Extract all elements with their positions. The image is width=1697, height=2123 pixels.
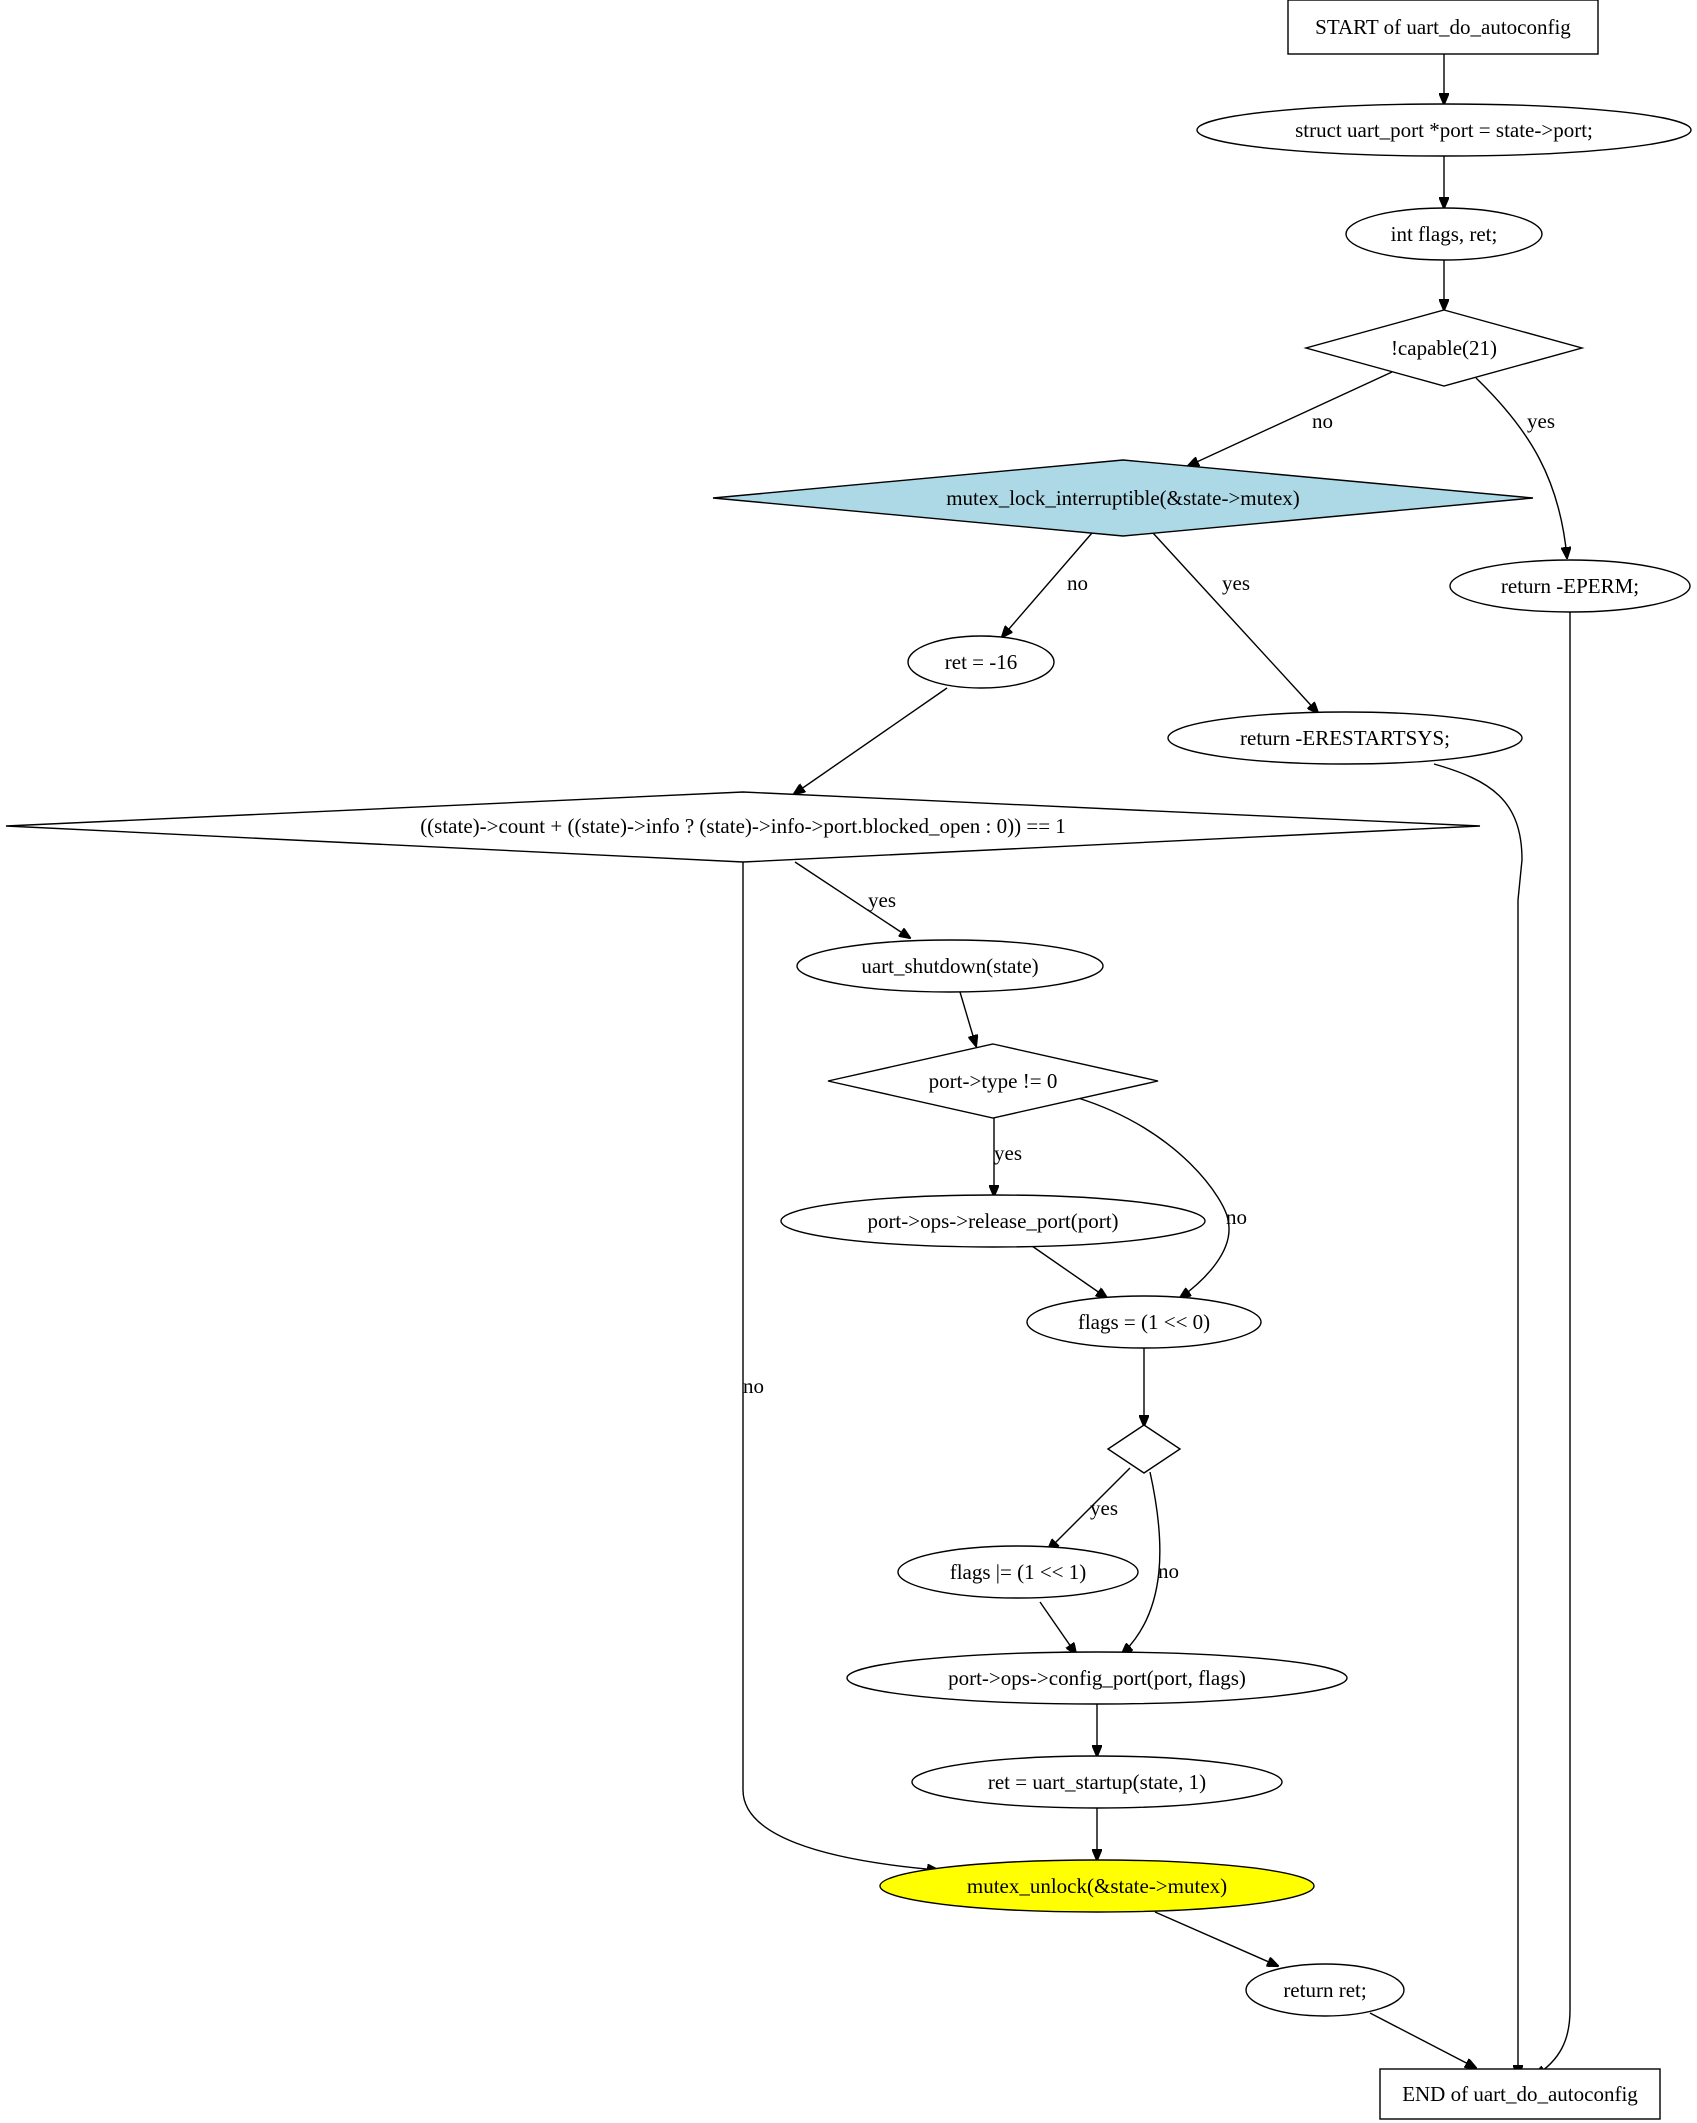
edge-label-cond-no: no [1158,1559,1179,1583]
empty-condition-diamond [1106,1424,1182,1474]
decl-flags-ellipse [1345,207,1543,261]
edge-release-to-flags [1031,1245,1107,1298]
edge-label-capable-yes: yes [1527,409,1555,433]
release-port-node: port->ops->release_port(port) [780,1194,1206,1248]
count-check-decision-node: ((state)->count + ((state)->info ? (stat… [5,791,1481,863]
empty-condition-node [1106,1424,1182,1474]
decl-flags-label: int flags, ret; [1391,222,1498,246]
edge-return-to-end [1369,2012,1476,2068]
type-check-label: port->type != 0 [929,1069,1058,1093]
uart-startup-node: ret = uart_startup(state, 1) [911,1755,1283,1809]
mutex-lock-diamond [712,459,1534,537]
flags-or-ellipse [897,1545,1139,1599]
edge-label-type-no: no [1226,1205,1247,1229]
decl-port-ellipse [1196,103,1692,157]
mutex-lock-label: mutex_lock_interruptible(&state->mutex) [946,486,1300,510]
start-node: START of uart_do_autoconfig [1287,0,1599,55]
count-check-label: ((state)->count + ((state)->info ? (stat… [420,814,1066,838]
edges [742,54,1571,2076]
release-port-ellipse [780,1194,1206,1248]
return-eperm-node: return -EPERM; [1449,559,1691,613]
return-ret-ellipse [1245,1963,1405,2017]
ret-16-node: ret = -16 [907,635,1055,689]
return-erestartsys-node: return -ERESTARTSYS; [1167,711,1523,765]
edge-shutdown-to-type [959,991,976,1046]
return-eperm-ellipse [1449,559,1691,613]
edge-label-count-yes: yes [868,888,896,912]
nodes: START of uart_do_autoconfig struct uart_… [5,0,1692,2120]
return-ret-label: return ret; [1283,1978,1366,2002]
edge-cond-no [1122,1471,1161,1654]
decl-port-node: struct uart_port *port = state->port; [1196,103,1692,157]
return-ret-node: return ret; [1245,1963,1405,2017]
flags-set-label: flags = (1 << 0) [1078,1310,1210,1334]
decl-flags-node: int flags, ret; [1345,207,1543,261]
capable-decision-node: !capable(21) [1303,309,1585,387]
end-box [1379,2068,1661,2120]
uart-shutdown-ellipse [796,939,1104,993]
decl-port-label: struct uart_port *port = state->port; [1295,118,1593,142]
flags-or-label: flags |= (1 << 1) [950,1560,1087,1584]
start-label: START of uart_do_autoconfig [1315,15,1571,39]
edge-return-eperm-to-end [1535,612,1571,2076]
flags-set-node: flags = (1 << 0) [1026,1295,1262,1349]
edge-erestartsys-to-end [1433,763,1522,2076]
edge-label-mutex-no: no [1067,571,1088,595]
uart-startup-ellipse [911,1755,1283,1809]
edge-cond-yes [1048,1467,1131,1550]
edge-type-no [1077,1097,1230,1298]
type-check-decision-node: port->type != 0 [827,1043,1159,1119]
uart-startup-label: ret = uart_startup(state, 1) [988,1770,1206,1794]
edge-count-yes [794,861,910,938]
return-eperm-label: return -EPERM; [1501,574,1639,598]
capable-label: !capable(21) [1391,336,1497,360]
edge-capable-yes [1475,377,1567,558]
return-erestartsys-label: return -ERESTARTSYS; [1240,726,1450,750]
edge-label-capable-no: no [1312,409,1333,433]
mutex-lock-decision-node: mutex_lock_interruptible(&state->mutex) [712,459,1534,537]
edge-label-type-yes: yes [994,1141,1022,1165]
config-port-ellipse [846,1651,1348,1705]
count-check-diamond [5,791,1481,863]
flags-set-ellipse [1026,1295,1262,1349]
end-node: END of uart_do_autoconfig [1379,2068,1661,2120]
edge-labels: no yes no yes yes no yes no yes no [743,409,1555,1583]
edge-mutex-yes [1152,532,1318,713]
config-port-node: port->ops->config_port(port, flags) [846,1651,1348,1705]
end-label: END of uart_do_autoconfig [1402,2082,1638,2106]
edge-ret16-to-count [794,687,948,794]
edge-label-count-no: no [743,1374,764,1398]
ret-16-label: ret = -16 [945,650,1018,674]
edge-capable-no [1188,371,1393,466]
edge-label-cond-yes: yes [1090,1496,1118,1520]
capable-diamond [1303,309,1585,387]
ret-16-ellipse [907,635,1055,689]
start-box [1287,0,1599,55]
release-port-label: port->ops->release_port(port) [867,1209,1118,1233]
return-erestartsys-ellipse [1167,711,1523,765]
config-port-label: port->ops->config_port(port, flags) [948,1666,1246,1690]
mutex-unlock-ellipse [879,1859,1315,1913]
uart-shutdown-label: uart_shutdown(state) [861,954,1038,978]
edge-unlock-to-return [1154,1911,1278,1966]
mutex-unlock-node: mutex_unlock(&state->mutex) [879,1859,1315,1913]
type-check-diamond [827,1043,1159,1119]
edge-label-mutex-yes: yes [1222,571,1250,595]
mutex-unlock-label: mutex_unlock(&state->mutex) [967,1874,1227,1898]
flags-or-node: flags |= (1 << 1) [897,1545,1139,1599]
edge-mutex-no [1002,532,1093,637]
edge-flags-or-to-config [1039,1601,1076,1654]
uart-shutdown-node: uart_shutdown(state) [796,939,1104,993]
edge-count-no [742,862,938,1870]
